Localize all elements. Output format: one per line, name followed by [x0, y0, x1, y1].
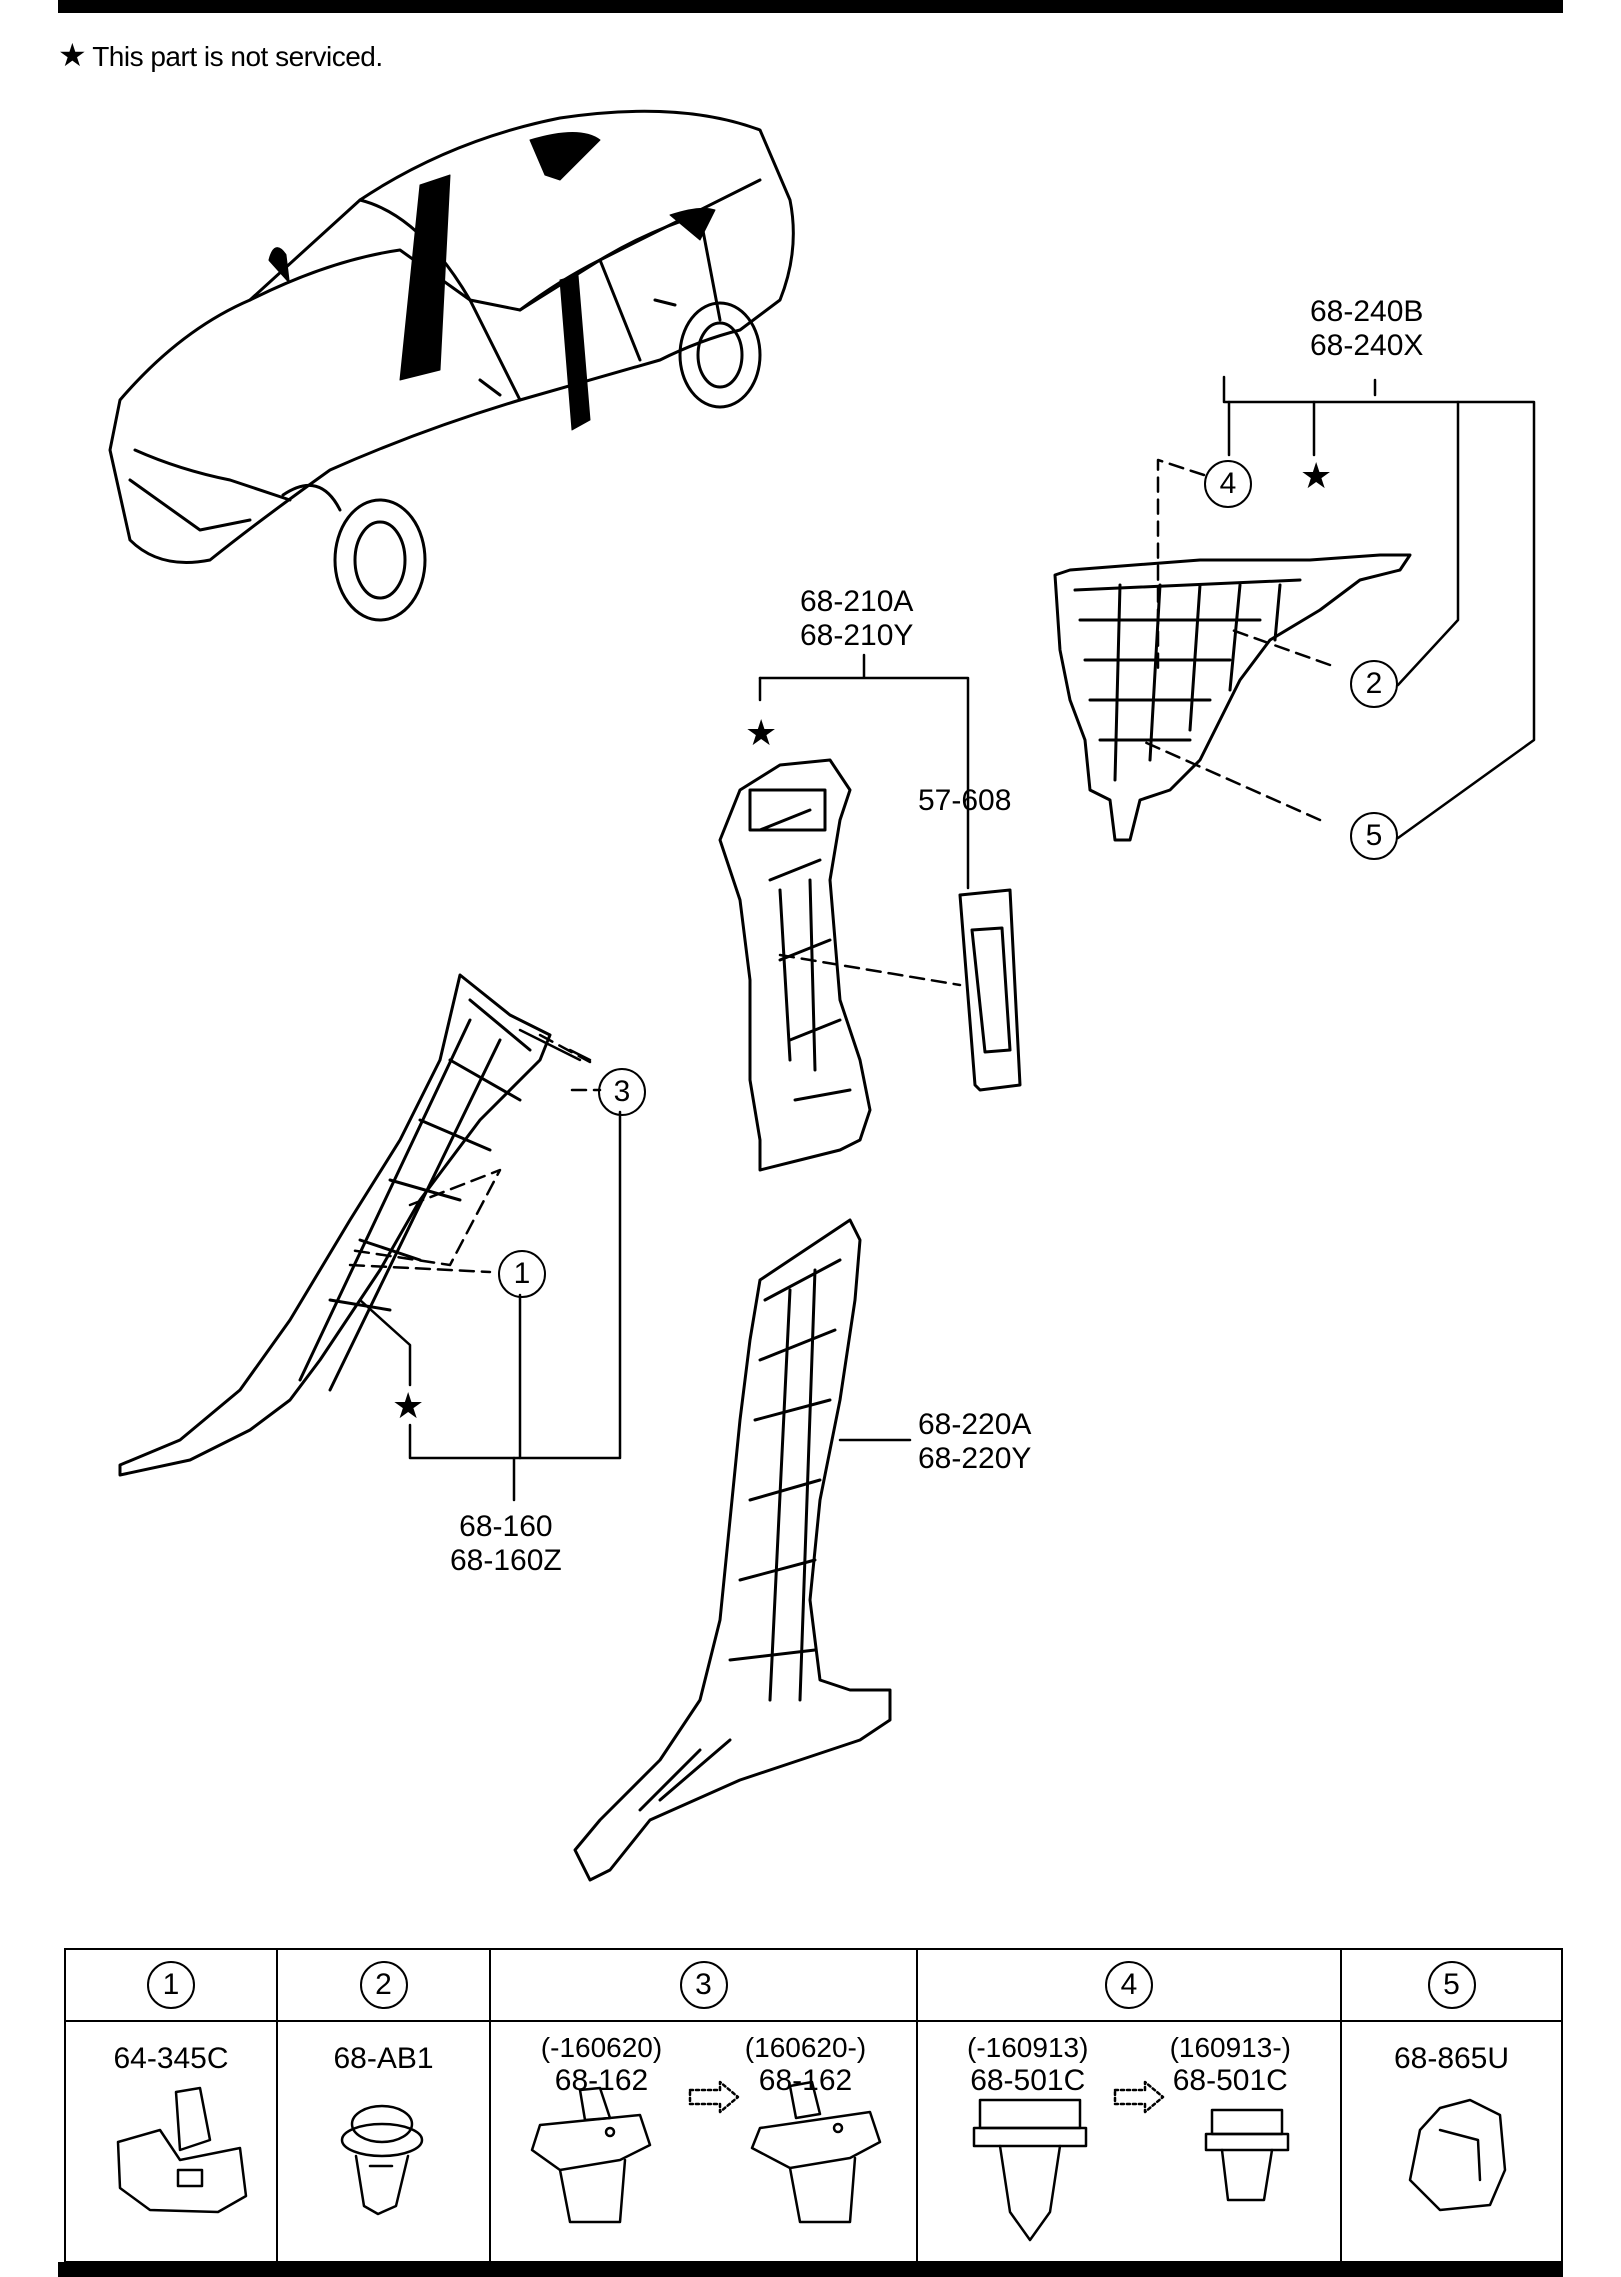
legend-cell-2: 68-AB1: [276, 2020, 491, 2263]
label-57-608: 57-608: [918, 784, 1011, 818]
callout-1: 1: [147, 1961, 195, 2009]
note-text: This part is not serviced.: [92, 41, 383, 72]
callout-2: 2: [1350, 660, 1398, 708]
label-68-210: 68-210A 68-210Y: [800, 585, 913, 653]
legend-cell-1: 64-345C: [64, 2020, 278, 2263]
not-serviced-note: ★This part is not serviced.: [58, 36, 383, 74]
part-68-210-illustration: [718, 758, 872, 1172]
callout-3: 3: [679, 1961, 728, 2009]
legend-old-variant: (-160620) 68-162: [500, 2022, 704, 2098]
legend-old-variant: (-160913) 68-501C: [926, 2022, 1129, 2098]
star-icon: ★: [58, 37, 87, 73]
date-range: (160913-): [1169, 2032, 1291, 2063]
legend-header-row: 1 2 3 4 5: [64, 1948, 1563, 2022]
label-68-240: 68-240B 68-240X: [1310, 295, 1423, 363]
part-number: 68-AB1: [333, 2042, 434, 2075]
part-number: 68-501C: [1172, 2064, 1288, 2097]
callout-2: 2: [359, 1961, 408, 2009]
leader-lines-68-240: [1138, 375, 1536, 840]
legend-cell-3: (-160620) 68-162 (160620-) 68-162: [489, 2020, 918, 2263]
label-68-160: 68-160 68-160Z: [450, 1510, 562, 1578]
legend-parts-row: 64-345C 68-AB1 (-160620) 68-162 (160620-…: [64, 2020, 1563, 2263]
part-number: 68-210Y: [800, 619, 914, 652]
legend-header-cell: 4: [916, 1948, 1342, 2022]
part-number: 68-210A: [800, 585, 914, 618]
part-number: 68-865U: [1393, 2042, 1510, 2075]
bottom-border-bar: [58, 2262, 1563, 2277]
part-number: 68-162: [554, 2064, 649, 2097]
legend-new-variant: (160913-) 68-501C: [1129, 2022, 1332, 2098]
callout-5: 5: [1427, 1961, 1476, 2009]
part-number: 68-501C: [970, 2064, 1086, 2097]
date-range: (-160620): [540, 2032, 663, 2063]
star-icon: ★: [392, 1385, 425, 1426]
part-number: 68-240B: [1310, 295, 1424, 328]
legend-new-variant: (160620-) 68-162: [704, 2022, 908, 2098]
legend-header-cell: 3: [489, 1948, 918, 2022]
fastener-legend-table: 1 2 3 4 5 64-345C 68-AB1 (-160620) 68-16…: [64, 1948, 1563, 2263]
leader-lines-68-160: [348, 1028, 622, 1502]
part-number: 57-608: [918, 784, 1012, 817]
callout-1: 1: [498, 1250, 546, 1298]
star-icon: ★: [745, 712, 778, 753]
legend-cell-5: 68-865U: [1340, 2020, 1563, 2263]
legend-header-cell: 1: [64, 1948, 278, 2022]
callout-4: 4: [1204, 460, 1252, 508]
part-number: 68-220Y: [918, 1442, 1032, 1475]
callout-3: 3: [598, 1068, 646, 1116]
leader-lines-68-210: [758, 653, 970, 987]
label-68-220: 68-220A 68-220Y: [918, 1408, 1031, 1476]
part-number: 68-162: [758, 2064, 853, 2097]
callout-5: 5: [1350, 812, 1398, 860]
legend-header-cell: 5: [1340, 1948, 1563, 2022]
legend-cell-4: (-160913) 68-501C (160913-) 68-501C: [916, 2020, 1342, 2263]
part-number: 68-220A: [918, 1408, 1032, 1441]
legend-header-cell: 2: [276, 1948, 491, 2022]
part-68-220-illustration: [573, 1218, 892, 1882]
part-number: 68-240X: [1310, 329, 1424, 362]
callout-4: 4: [1105, 1961, 1153, 2009]
car-overview-illustration: [108, 109, 795, 622]
part-57-608-illustration: [958, 888, 1022, 1092]
date-range: (-160913): [967, 2032, 1089, 2063]
top-border-bar: [58, 0, 1563, 13]
part-number: 68-160Z: [450, 1544, 562, 1577]
part-number: 68-160: [459, 1510, 553, 1543]
star-icon: ★: [1300, 455, 1333, 496]
date-range: (160620-): [744, 2032, 867, 2063]
part-68-160-illustration: [118, 973, 552, 1477]
part-number: 64-345C: [113, 2042, 229, 2075]
